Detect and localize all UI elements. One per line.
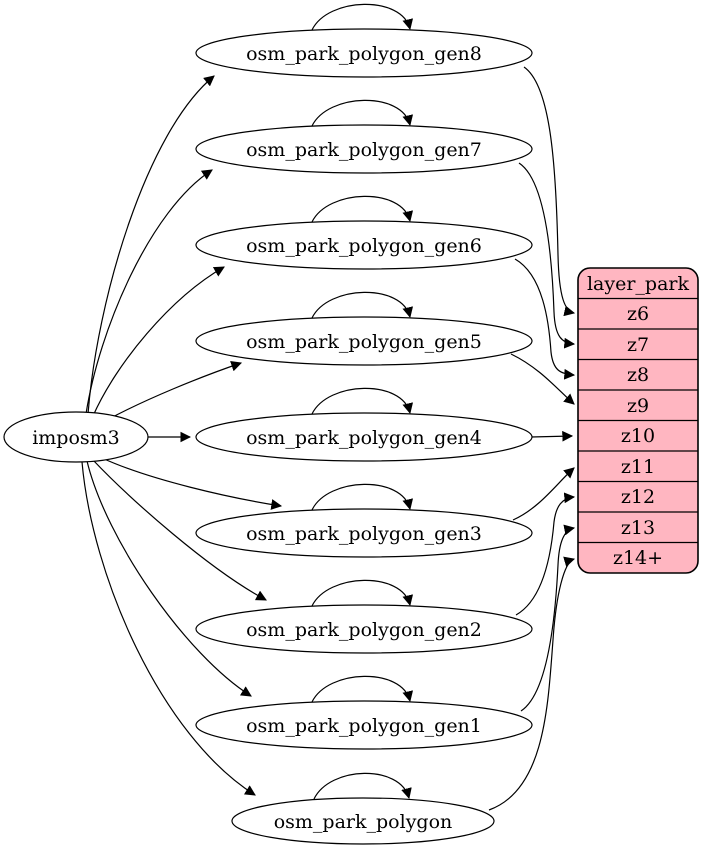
edge-gen5-to-z9 [510, 353, 575, 405]
gen2-ellipse [195, 604, 533, 654]
layer-park-row-z9: z9 [627, 395, 649, 417]
polygon-ellipse [231, 797, 495, 845]
imposm3-ellipse [3, 411, 149, 463]
node-osm-park-polygon-gen6: osm_park_polygon_gen6 [195, 220, 533, 270]
gen1-label: osm_park_polygon_gen1 [246, 715, 482, 737]
self-loops [311, 3, 414, 800]
self-loop-polygon [313, 772, 412, 800]
layer-park-row-z6: z6 [627, 303, 649, 325]
edge-gen4-to-z10 [530, 430, 574, 442]
gen4-label: osm_park_polygon_gen4 [246, 427, 482, 449]
layer-park-row-z11: z11 [621, 456, 655, 478]
edge-imposm3-to-gen8 [87, 75, 215, 415]
node-osm-park-polygon-gen7: osm_park_polygon_gen7 [195, 124, 533, 174]
node-osm-park-polygon-gen3: osm_park_polygon_gen3 [195, 508, 533, 558]
layer-park-row-z13: z13 [621, 517, 655, 539]
self-loop-gen7 [311, 99, 414, 127]
layer-park-row-z12: z12 [621, 486, 655, 508]
layer-park-row-z7: z7 [627, 334, 649, 356]
node-osm-park-polygon-gen5: osm_park_polygon_gen5 [195, 316, 533, 366]
edge-gen3-to-z11 [512, 467, 575, 521]
layer-park-table: layer_park z6 z7 z8 z9 z10 z11 z12 z13 z… [577, 267, 699, 574]
edge-imposm3-to-gen5 [106, 361, 243, 421]
edge-imposm3-to-gen2 [92, 459, 267, 601]
gen4-ellipse [195, 412, 533, 462]
edge-imposm3-to-gen1 [86, 460, 252, 697]
gen2-label: osm_park_polygon_gen2 [246, 619, 482, 641]
layer-park-row-z14plus: z14+ [613, 547, 663, 569]
edge-imposm3-to-gen7 [85, 169, 213, 415]
edge-polygon-to-z14plus [488, 556, 576, 811]
gen7-ellipse [195, 124, 533, 174]
node-osm-park-polygon-gen8: osm_park_polygon_gen8 [195, 28, 533, 78]
edge-gen2-to-z12 [515, 492, 576, 616]
gen8-ellipse [195, 28, 533, 78]
edges-from-source [81, 75, 283, 796]
node-osm-park-polygon-gen1: osm_park_polygon_gen1 [195, 700, 533, 750]
gen1-ellipse [195, 700, 533, 750]
edge-gen8-to-z6 [523, 66, 576, 317]
layer-park-row-z10: z10 [621, 425, 655, 447]
node-osm-park-polygon-gen2: osm_park_polygon_gen2 [195, 604, 533, 654]
edge-imposm3-to-gen3 [101, 457, 283, 510]
node-osm-park-polygon-gen4: osm_park_polygon_gen4 [195, 412, 533, 462]
self-loop-gen3 [311, 483, 414, 511]
node-osm-park-polygon: osm_park_polygon [231, 797, 495, 845]
self-loop-gen4 [311, 387, 414, 415]
gen5-label: osm_park_polygon_gen5 [246, 331, 482, 353]
polygon-label: osm_park_polygon [274, 811, 453, 833]
edge-gen6-to-z8 [514, 258, 576, 380]
gen6-ellipse [195, 220, 533, 270]
self-loop-gen6 [311, 195, 414, 223]
gen3-label: osm_park_polygon_gen3 [246, 523, 482, 545]
edge-imposm3-to-polygon [81, 461, 256, 796]
layer-park-row-z8: z8 [627, 364, 649, 386]
gen5-ellipse [195, 316, 533, 366]
gen3-ellipse [195, 508, 533, 558]
gen6-label: osm_park_polygon_gen6 [246, 235, 482, 257]
self-loop-gen1 [311, 675, 414, 703]
imposm3-label: imposm3 [32, 427, 120, 449]
self-loop-gen2 [311, 579, 414, 607]
gen7-label: osm_park_polygon_gen7 [246, 139, 482, 161]
edge-gen7-to-z7 [518, 162, 576, 349]
layer-park-title: layer_park [587, 273, 690, 295]
edge-imposm3-to-gen6 [92, 266, 225, 417]
edges-to-layer [488, 66, 576, 811]
node-imposm3: imposm3 [3, 411, 149, 463]
self-loop-gen8 [311, 3, 414, 31]
self-loop-gen5 [311, 291, 414, 319]
gen8-label: osm_park_polygon_gen8 [246, 43, 482, 65]
edge-gen1-to-z13 [520, 524, 576, 712]
